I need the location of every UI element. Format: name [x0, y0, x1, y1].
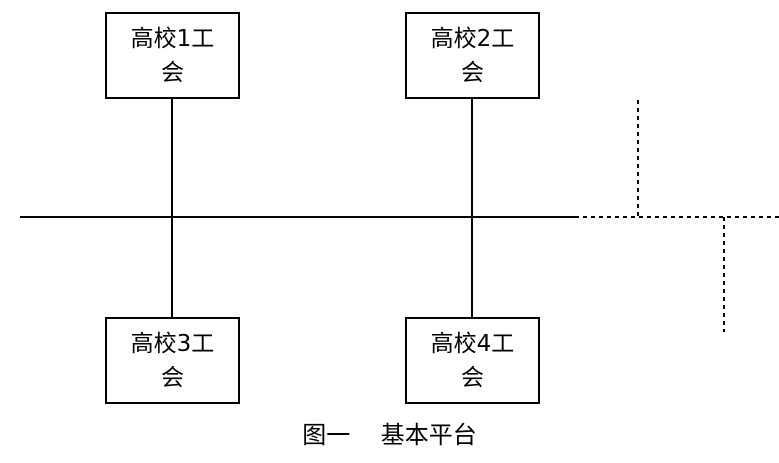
node-label: 高校4工会 [430, 330, 515, 391]
node-label: 高校2工会 [430, 25, 515, 86]
node-university-1-union: 高校1工会 [105, 12, 240, 99]
figure-caption: 图一 基本平台 [302, 421, 477, 449]
node-university-4-union: 高校4工会 [405, 317, 540, 404]
node-university-2-union: 高校2工会 [405, 12, 540, 99]
node-university-3-union: 高校3工会 [105, 317, 240, 404]
node-label: 高校1工会 [130, 25, 215, 86]
node-label: 高校3工会 [130, 330, 215, 391]
